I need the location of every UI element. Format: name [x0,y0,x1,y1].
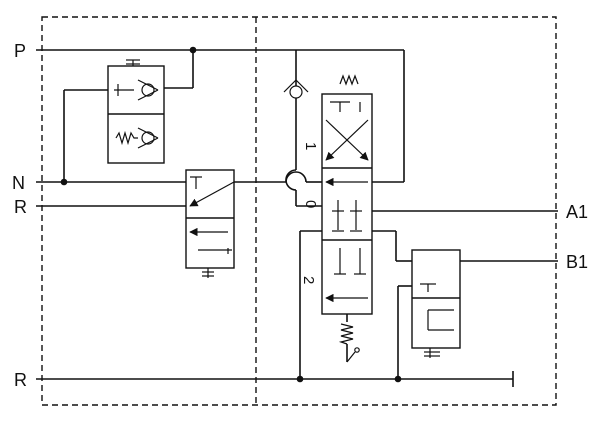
port-label-a1: A1 [566,202,588,222]
valve-position-1: 1 [302,142,319,150]
supply-line-p [36,46,405,183]
port-label-b1: B1 [566,252,588,272]
valve-position-0: 0 [302,200,319,208]
main-valve-5-3 [299,93,373,379]
outer-enclosure [41,16,557,406]
exhaust-line-r-bottom [36,371,514,387]
port-label-p: P [14,41,26,61]
valve-3-2-right [397,249,461,379]
output-line-b1 [372,230,558,266]
valve-3-2-left [185,169,235,278]
port-label-n: N [12,173,25,193]
line-n [36,89,322,186]
valve-position-2: 2 [300,276,317,284]
port-label-r-bottom: R [14,370,27,390]
check-valve-spring [283,74,359,207]
pilot-check-valve [107,59,165,164]
port-label-r-top: R [14,197,27,217]
